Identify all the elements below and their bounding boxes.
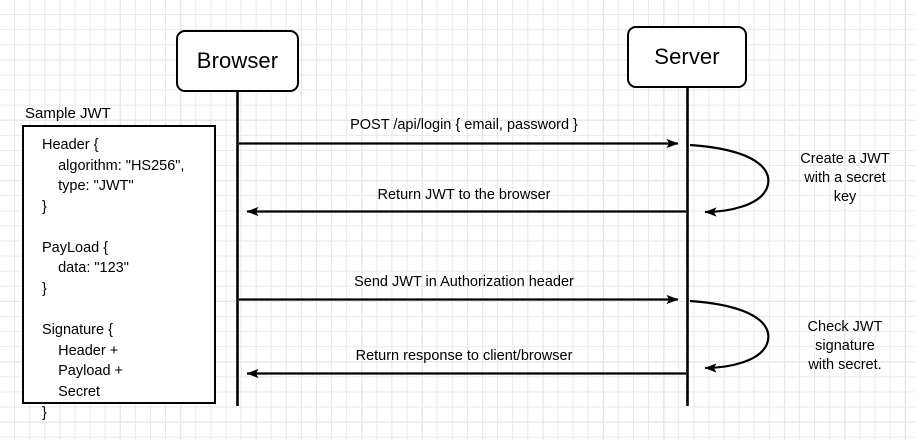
message-label-2: Return JWT to the browser — [377, 187, 551, 203]
note-check-jwt: Check JWT signature with secret. — [780, 318, 910, 375]
note-check-jwt-line-2: signature — [815, 338, 875, 355]
self-loop-arrow-2 — [689, 299, 770, 373]
note-check-jwt-line-3: with secret. — [808, 357, 882, 374]
note-create-jwt-line-2: with a secret — [804, 170, 886, 187]
sample-jwt-code: Header { algorithm: "HS256", type: "JWT"… — [42, 137, 185, 421]
actor-label-server: Server — [654, 44, 720, 69]
note-create-jwt-line-3: key — [833, 189, 857, 206]
self-loop-arrow-1 — [689, 143, 770, 217]
message-label-3: Send JWT in Authorization header — [354, 274, 574, 290]
message-label-4: Return response to client/browser — [355, 348, 573, 364]
note-create-jwt: Create a JWT with a secret key — [780, 150, 910, 207]
sample-jwt-box: Header { algorithm: "HS256", type: "JWT"… — [22, 125, 216, 421]
message-label-1: POST /api/login { email, password } — [350, 117, 578, 133]
note-create-jwt-line-1: Create a JWT — [800, 151, 890, 167]
sample-jwt-title: Sample JWT — [25, 105, 111, 122]
actor-label-browser: Browser — [196, 48, 279, 73]
actor-box-server[interactable]: Server — [627, 26, 747, 88]
note-check-jwt-line-1: Check JWT — [807, 319, 883, 335]
actor-box-browser[interactable]: Browser — [176, 30, 299, 92]
